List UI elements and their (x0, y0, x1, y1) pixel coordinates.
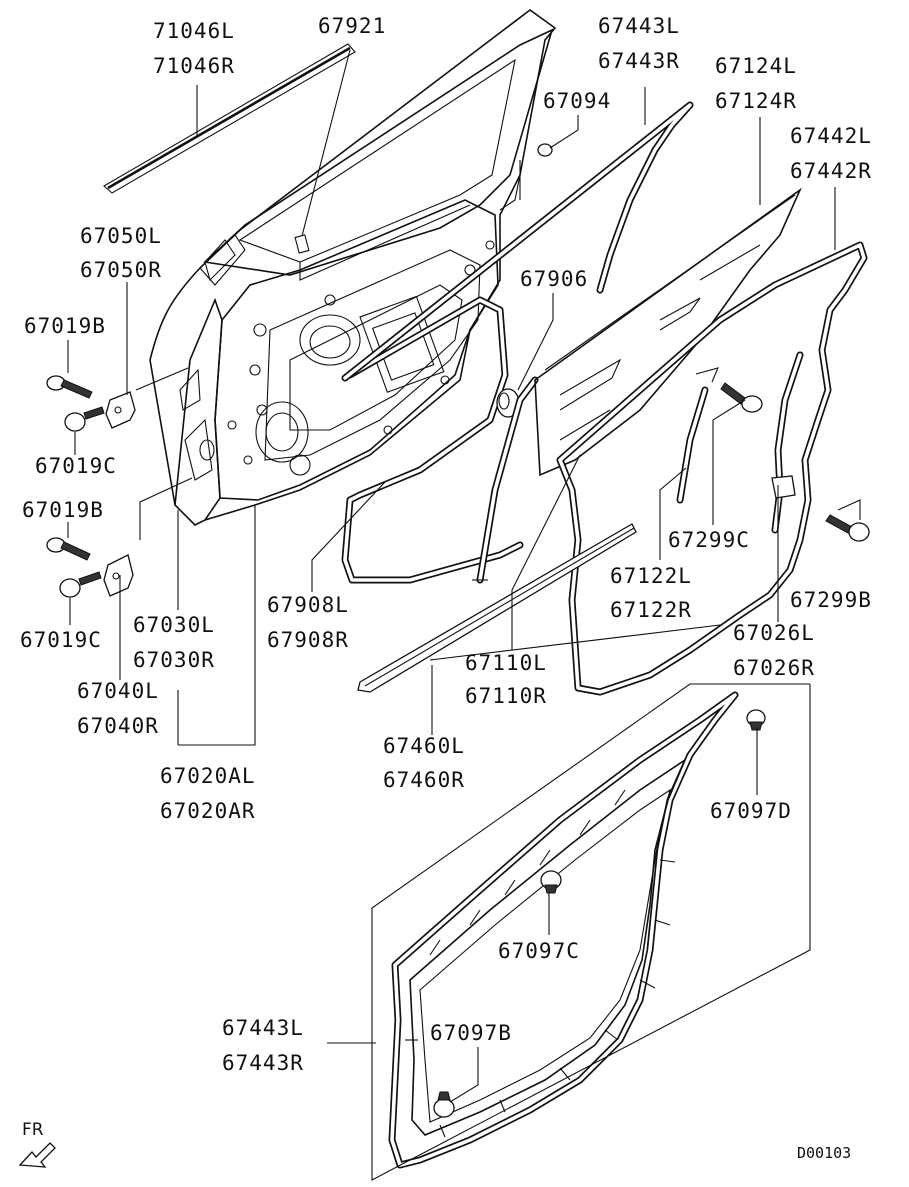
leader-lines (67, 49, 861, 1181)
bolt-67019c-upper-drawing (64, 406, 105, 432)
door-glass-67124-drawing (534, 187, 802, 477)
label-67019b-upper: 67019B (24, 314, 106, 338)
bolt-67019c-lower-drawing (59, 571, 102, 598)
channel-67110-drawing (472, 376, 539, 584)
label-67019b-lower: 67019B (22, 498, 104, 522)
front-arrow-icon (18, 1142, 56, 1168)
label-67460l: 67460L (383, 734, 465, 758)
label-67443r-top: 67443R (598, 49, 680, 73)
label-71046r: 71046R (153, 54, 235, 78)
label-67094: 67094 (543, 89, 611, 113)
label-67030l: 67030L (133, 613, 215, 637)
channel-67122-drawing (676, 367, 719, 504)
label-67110r: 67110R (465, 684, 547, 708)
molding-67460-drawing (357, 523, 721, 693)
bolt-67299b-drawing (825, 514, 870, 542)
label-67019c-lower: 67019C (20, 628, 102, 652)
label-71046l: 71046L (153, 19, 235, 43)
label-67020al: 67020AL (160, 764, 256, 788)
label-67906: 67906 (520, 267, 588, 291)
label-67040r: 67040R (77, 714, 159, 738)
label-67442r: 67442R (790, 159, 872, 183)
clip-67097b-drawing (433, 1091, 455, 1118)
label-67097b: 67097B (430, 1021, 512, 1045)
front-direction-indicator: FR (18, 1120, 56, 1168)
bolt-67019b-lower-drawing (46, 537, 91, 561)
label-67122r: 67122R (610, 598, 692, 622)
door-panel-drawing (149, 9, 557, 526)
clip-67097c-drawing (540, 870, 562, 894)
grommet-67094-drawing (537, 143, 553, 157)
stopper-67906-drawing (496, 388, 520, 418)
label-67110l: 67110L (465, 651, 547, 675)
label-67443l-bottom: 67443L (222, 1016, 304, 1040)
glass-run-67443-upper-drawing (341, 101, 694, 382)
hinge-upper-drawing (105, 391, 136, 429)
part-labels: 71046L 71046R 67921 67443L 67443R 67094 … (20, 14, 872, 1162)
label-67908l: 67908L (267, 593, 349, 617)
label-67019c-upper: 67019C (35, 454, 117, 478)
clip-67097d-drawing (746, 709, 766, 731)
label-67299b: 67299B (790, 588, 872, 612)
door-seal-67908-drawing (341, 296, 524, 584)
diagram-code: D00103 (797, 1144, 851, 1162)
label-67443r-bottom: 67443R (222, 1051, 304, 1075)
sash-67026-drawing (771, 351, 804, 534)
label-67908r: 67908R (267, 628, 349, 652)
label-67124r: 67124R (715, 89, 797, 113)
label-67122l: 67122L (610, 564, 692, 588)
label-67026r: 67026R (733, 656, 815, 680)
label-67921: 67921 (318, 14, 386, 38)
front-direction-label: FR (22, 1120, 44, 1140)
label-67442l: 67442L (790, 124, 872, 148)
bolt-67019b-upper-drawing (46, 375, 93, 399)
label-67443l-top: 67443L (598, 14, 680, 38)
label-67097d: 67097D (710, 799, 792, 823)
label-67097c: 67097C (498, 939, 580, 963)
label-67124l: 67124L (715, 54, 797, 78)
label-67030r: 67030R (133, 648, 215, 672)
bolt-67299c-drawing (720, 382, 763, 413)
label-67040l: 67040L (77, 679, 159, 703)
label-67299c: 67299C (668, 528, 750, 552)
weatherstrip-67442-drawing (556, 241, 868, 696)
hinge-lower-drawing (103, 554, 134, 597)
belt-molding-71046-drawing (103, 43, 356, 194)
label-67460r: 67460R (383, 768, 465, 792)
label-67050r: 67050R (80, 258, 162, 282)
label-67050l: 67050L (80, 224, 162, 248)
glass-run-67443-lower-drawing (388, 691, 739, 1169)
label-67020ar: 67020AR (160, 799, 256, 823)
label-67026l: 67026L (733, 621, 815, 645)
